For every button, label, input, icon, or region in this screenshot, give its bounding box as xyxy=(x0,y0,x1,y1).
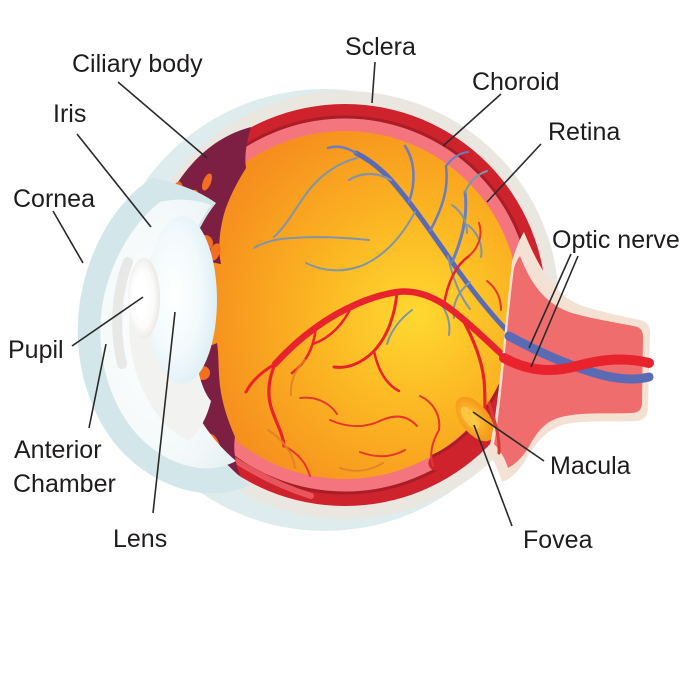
orange-vessels xyxy=(267,359,384,472)
leader-line-optic-nerve-1 xyxy=(528,253,572,349)
label-fovea: Fovea xyxy=(523,526,593,554)
leader-line-pupil xyxy=(71,296,144,347)
leader-line-ciliary-body xyxy=(117,81,208,159)
label-iris: Iris xyxy=(53,100,86,128)
leader-line-fovea xyxy=(473,424,513,527)
central-retinal-vein xyxy=(504,331,654,384)
leader-line-optic-nerve-2 xyxy=(530,255,579,368)
vitreous-body xyxy=(171,131,519,479)
leader-line-cornea xyxy=(52,210,84,264)
vein-branches xyxy=(326,144,469,264)
macula-shape xyxy=(455,396,495,442)
lens-shape xyxy=(147,216,217,384)
artery-thin-branches xyxy=(283,222,502,477)
labels: Ciliary body Iris Cornea Pupil Anterior … xyxy=(8,33,680,554)
label-anterior-chamber-line2: Chamber xyxy=(13,470,116,498)
label-cornea: Cornea xyxy=(13,185,95,213)
label-lens: Lens xyxy=(113,525,167,553)
anterior-chamber-shading xyxy=(112,257,133,369)
label-choroid: Choroid xyxy=(472,68,560,96)
label-retina: Retina xyxy=(548,118,620,146)
fovea-highlight xyxy=(460,406,480,429)
vein-gray-branches xyxy=(253,157,488,345)
retinal-vein-tree xyxy=(353,150,517,341)
label-optic-nerve: Optic nerve xyxy=(552,226,680,254)
label-pupil: Pupil xyxy=(8,336,64,364)
label-anterior-chamber-line1: Anterior xyxy=(14,436,102,464)
label-ciliary-body: Ciliary body xyxy=(72,50,203,78)
leader-line-lens xyxy=(152,311,176,514)
central-retinal-artery xyxy=(499,353,654,375)
leader-lines xyxy=(52,61,579,527)
leader-line-retina xyxy=(486,143,542,203)
leader-line-choroid xyxy=(442,93,502,147)
leader-line-sclera xyxy=(371,61,376,104)
label-macula: Macula xyxy=(550,452,631,480)
leader-line-iris xyxy=(76,133,152,228)
leader-line-anterior-chamber xyxy=(88,343,107,429)
label-sclera: Sclera xyxy=(345,33,416,61)
pupil-highlight xyxy=(133,272,149,320)
leader-line-macula xyxy=(472,411,545,462)
